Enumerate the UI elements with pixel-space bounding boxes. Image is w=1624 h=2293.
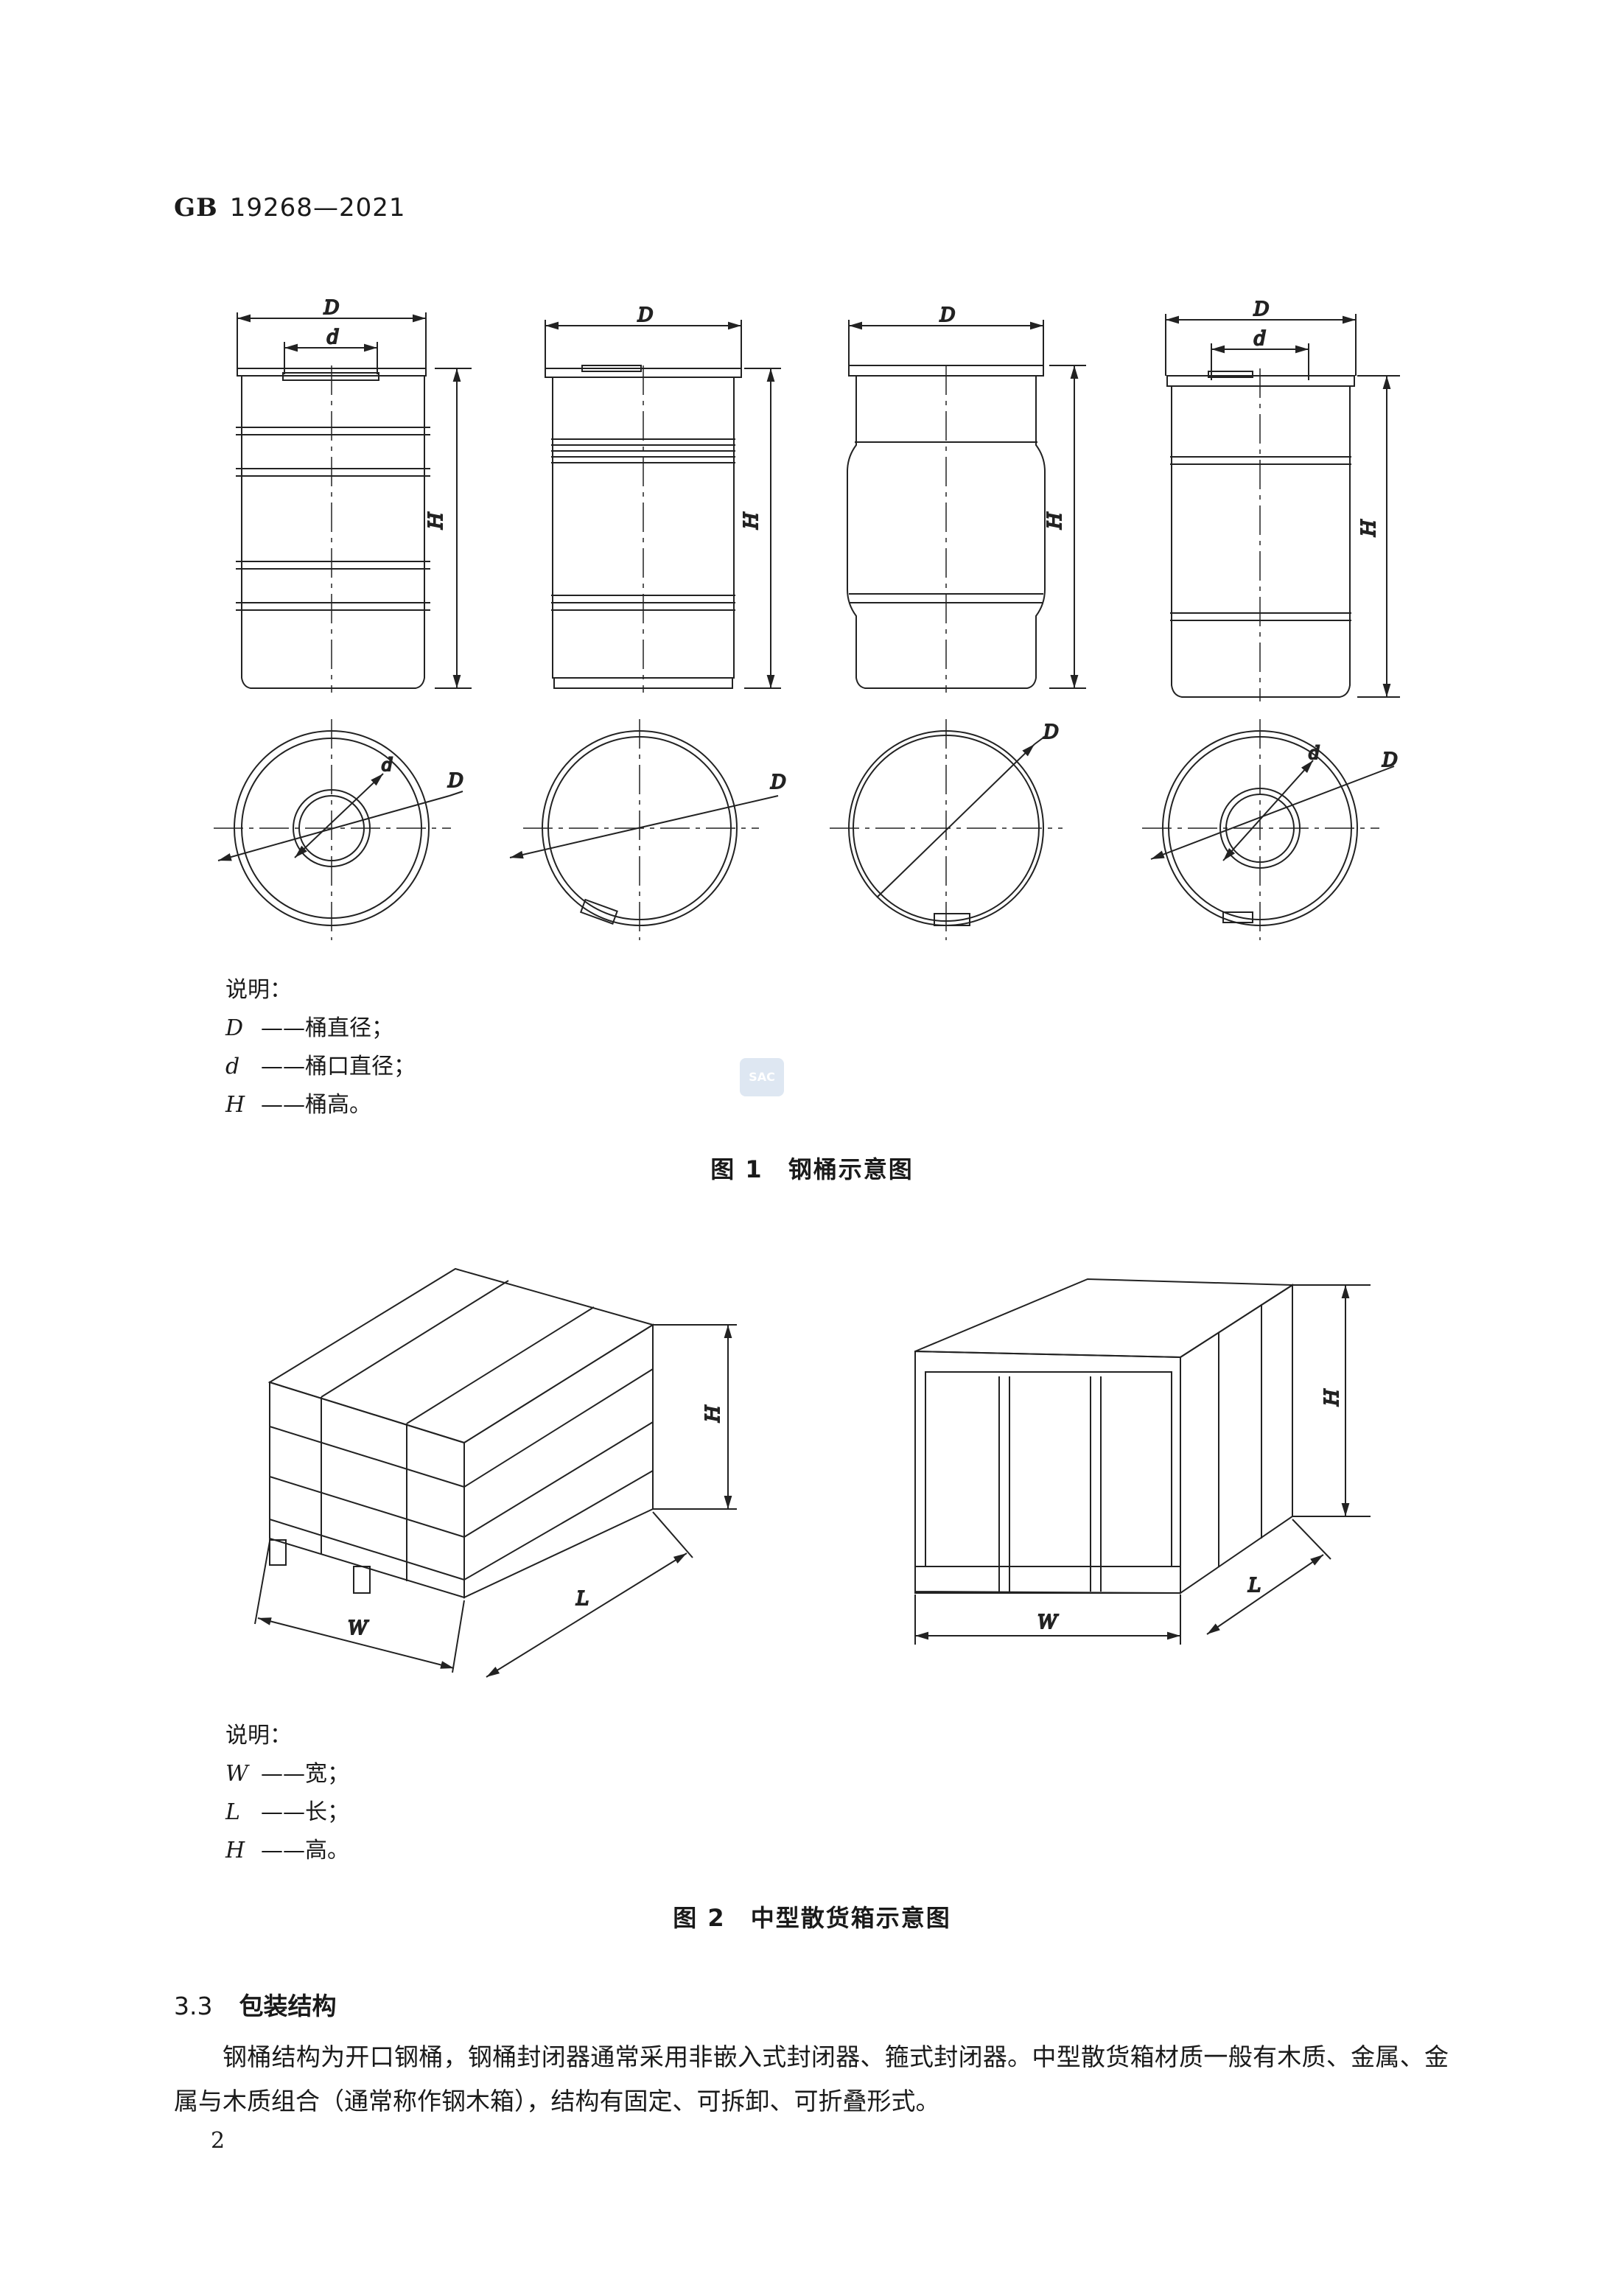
drum4-H-label: H bbox=[1358, 519, 1380, 537]
fig2-right-H-label: H bbox=[1321, 1388, 1343, 1407]
legend-item: d——桶口直径； bbox=[225, 1054, 416, 1079]
drum4-D-label: D bbox=[1253, 298, 1270, 321]
sac-watermark-logo: SAC bbox=[740, 1058, 784, 1096]
drum1-H-label: H bbox=[425, 511, 447, 530]
drum-4-plan bbox=[1142, 719, 1395, 940]
drum-3-elevation bbox=[847, 320, 1086, 693]
drum-4-elevation bbox=[1165, 314, 1400, 701]
drum3-D-label: D bbox=[939, 304, 956, 326]
legend-item: H——高。 bbox=[225, 1838, 349, 1863]
wooden-ibc-drawing bbox=[254, 1267, 737, 1678]
plan2-D-label: D bbox=[770, 771, 786, 794]
plan1-d-label: d bbox=[382, 755, 393, 775]
section-heading: 3.3 包装结构 bbox=[174, 1986, 336, 2022]
drum-3-plan bbox=[830, 719, 1063, 940]
fig2-left-H-label: H bbox=[702, 1404, 724, 1423]
legend-title: 说明： bbox=[225, 977, 292, 1003]
metal-ibc-drawing bbox=[914, 1278, 1371, 1645]
page-number: 2 bbox=[211, 2128, 225, 2154]
fig2-right-W-label: W bbox=[1037, 1611, 1059, 1634]
drum1-D-label: D bbox=[323, 297, 340, 319]
drum1-d-label: d bbox=[327, 326, 340, 349]
plan4-D-label: D bbox=[1382, 749, 1398, 771]
drum-2-elevation bbox=[545, 320, 781, 693]
plan1-D-label: D bbox=[447, 770, 463, 792]
plan3-D-label: D bbox=[1043, 721, 1059, 743]
figure1-legend: 说明： D——桶直径； d——桶口直径； H——桶高。 bbox=[225, 971, 416, 1124]
section-title: 包装结构 bbox=[239, 1992, 337, 2020]
drum4-d-label: d bbox=[1254, 328, 1267, 350]
drum2-D-label: D bbox=[637, 304, 654, 326]
legend-item: H——桶高。 bbox=[225, 1092, 371, 1118]
figure1-caption: 图 1 钢桶示意图 bbox=[710, 1155, 914, 1183]
legend-item: D——桶直径； bbox=[225, 1015, 393, 1041]
standard-number: 19268—2021 bbox=[229, 193, 406, 223]
section-number: 3.3 bbox=[174, 1992, 213, 2020]
drum-2-plan bbox=[509, 719, 779, 940]
body-paragraph: 钢桶结构为开口钢桶，钢桶封闭器通常采用非嵌入式封闭器、箍式封闭器。中型散货箱材质… bbox=[174, 2042, 1449, 2115]
drum-1-plan bbox=[214, 719, 463, 940]
document-header: GB 19268—2021 bbox=[174, 193, 405, 223]
fig2-left-L-label: L bbox=[575, 1588, 589, 1610]
legend-item: L——长； bbox=[225, 1799, 349, 1825]
figure2-caption: 图 2 中型散货箱示意图 bbox=[673, 1904, 951, 1932]
standard-prefix: GB bbox=[174, 193, 218, 223]
legend-item: W——宽； bbox=[225, 1761, 349, 1787]
legend-title: 说明： bbox=[225, 1723, 292, 1748]
plan4-d-label: d bbox=[1309, 743, 1320, 763]
drum3-H-label: H bbox=[1044, 511, 1066, 530]
drum2-H-label: H bbox=[741, 511, 763, 530]
fig2-left-W-label: W bbox=[348, 1617, 369, 1639]
figure2-legend: 说明： W——宽； L——长； H——高。 bbox=[225, 1717, 349, 1870]
drum-1-elevation bbox=[236, 312, 472, 693]
fig2-right-L-label: L bbox=[1247, 1575, 1261, 1597]
